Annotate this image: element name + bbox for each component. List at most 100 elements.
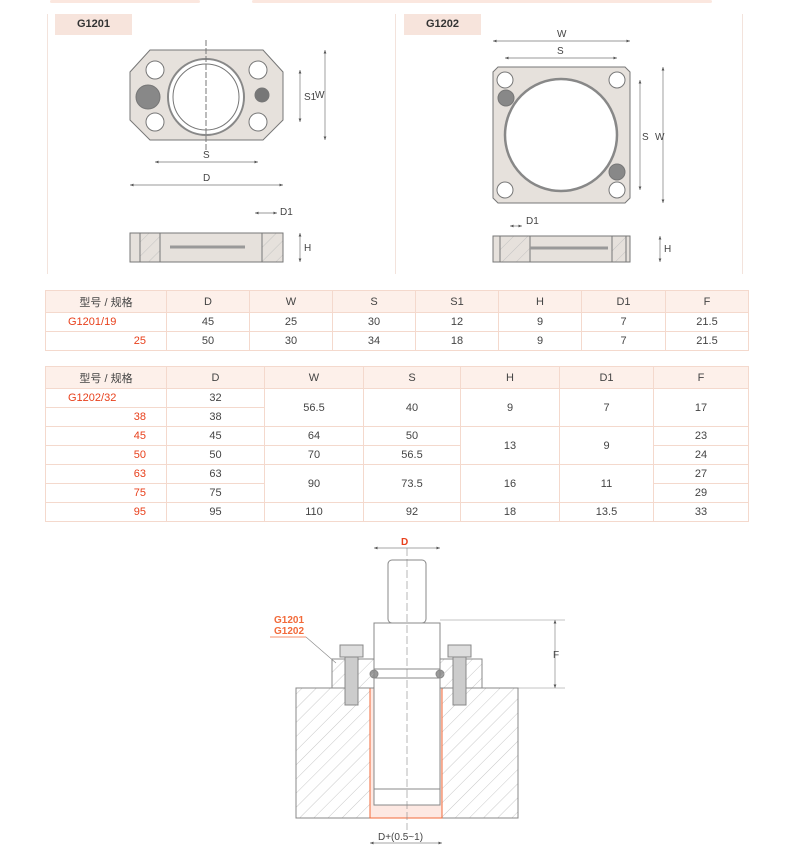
install-bore-dim: D+(0.5~1) (378, 832, 423, 843)
cell: 21.5 (665, 312, 749, 332)
g1202-dim-w-vertical: W (655, 132, 665, 143)
cell: 9 (498, 312, 582, 332)
header-cell: D (166, 366, 265, 389)
g1201-side-view (129, 211, 302, 263)
cell: 95 (166, 502, 265, 522)
model-cell: 38 (45, 407, 167, 427)
cell: 7 (559, 388, 654, 427)
cell: 32 (166, 388, 265, 408)
cell: 25 (249, 312, 333, 332)
header-cell: W (264, 366, 364, 389)
g1201-dim-s: S (203, 150, 210, 161)
cell: 27 (653, 464, 749, 484)
cell: 9 (498, 331, 582, 351)
cell: 90 (264, 464, 364, 503)
model-cell: G1201/19 (45, 312, 167, 332)
cell: 7 (581, 331, 666, 351)
cell: 92 (363, 502, 461, 522)
cell: 12 (415, 312, 499, 332)
cell: 45 (166, 426, 265, 446)
cell: 18 (460, 502, 560, 522)
model-cell: 63 (45, 464, 167, 484)
cell: 64 (264, 426, 364, 446)
cell: 29 (653, 483, 749, 503)
header-cell: F (653, 366, 749, 389)
cell: 56.5 (264, 388, 364, 427)
install-label-g1202: G1202 (274, 626, 304, 637)
model-cell: 95 (45, 502, 167, 522)
cell: 30 (249, 331, 333, 351)
cell: 38 (166, 407, 265, 427)
header-cell: F (665, 290, 749, 313)
g1201-dim-w: W (315, 90, 325, 101)
cell: 63 (166, 464, 265, 484)
cell: 9 (559, 426, 654, 465)
cell: 33 (653, 502, 749, 522)
install-dim-f: F (553, 650, 559, 661)
cell: 13 (460, 426, 560, 465)
model-cell: 75 (45, 483, 167, 503)
cell: 70 (264, 445, 364, 465)
cell: 50 (363, 426, 461, 446)
g1202-side-view (492, 224, 662, 263)
header-cell: S (332, 290, 416, 313)
header-cell: S (363, 366, 461, 389)
cell: 13.5 (559, 502, 654, 522)
header-cell: S1 (415, 290, 499, 313)
g1202-dim-h: H (664, 244, 671, 255)
cell: 23 (653, 426, 749, 446)
g1201-dims (130, 50, 327, 187)
g1202-dims (493, 39, 665, 203)
cell: 11 (559, 464, 654, 503)
header-cell: 型号 / 规格 (45, 366, 167, 389)
panel-divider (395, 14, 396, 274)
cell: 30 (332, 312, 416, 332)
header-cell: D1 (559, 366, 654, 389)
cell: 75 (166, 483, 265, 503)
cell: 56.5 (363, 445, 461, 465)
model-cell: 25 (45, 331, 167, 351)
header-cell: H (460, 366, 560, 389)
cell: 110 (264, 502, 364, 522)
model-cell: 50 (45, 445, 167, 465)
panel-divider (47, 14, 48, 274)
cell: 50 (166, 331, 250, 351)
g1202-top-view (492, 66, 631, 204)
g1201-tag: G1201 (55, 14, 132, 35)
model-cell: G1202/32 (45, 388, 167, 408)
g1201-dim-h: H (304, 243, 311, 254)
cell: 34 (332, 331, 416, 351)
header-cell: H (498, 290, 582, 313)
g1201-dim-d1: D1 (280, 207, 293, 218)
header-cell: 型号 / 规格 (45, 290, 167, 313)
cell: 40 (363, 388, 461, 427)
install-dim-d: D (401, 537, 408, 548)
g1201-dim-s1: S1 (304, 92, 317, 103)
g1201-dim-d: D (203, 173, 210, 184)
cell: 73.5 (363, 464, 461, 503)
cell: 7 (581, 312, 666, 332)
g1202-dim-d1: D1 (526, 216, 539, 227)
installation-section (270, 546, 565, 845)
top-bar-right (252, 0, 712, 3)
cell: 9 (460, 388, 560, 427)
cell: 24 (653, 445, 749, 465)
top-bar-left (50, 0, 200, 3)
g1202-dim-s: S (557, 46, 564, 57)
cell: 21.5 (665, 331, 749, 351)
g1201-top-view (129, 40, 284, 150)
model-cell: 45 (45, 426, 167, 446)
